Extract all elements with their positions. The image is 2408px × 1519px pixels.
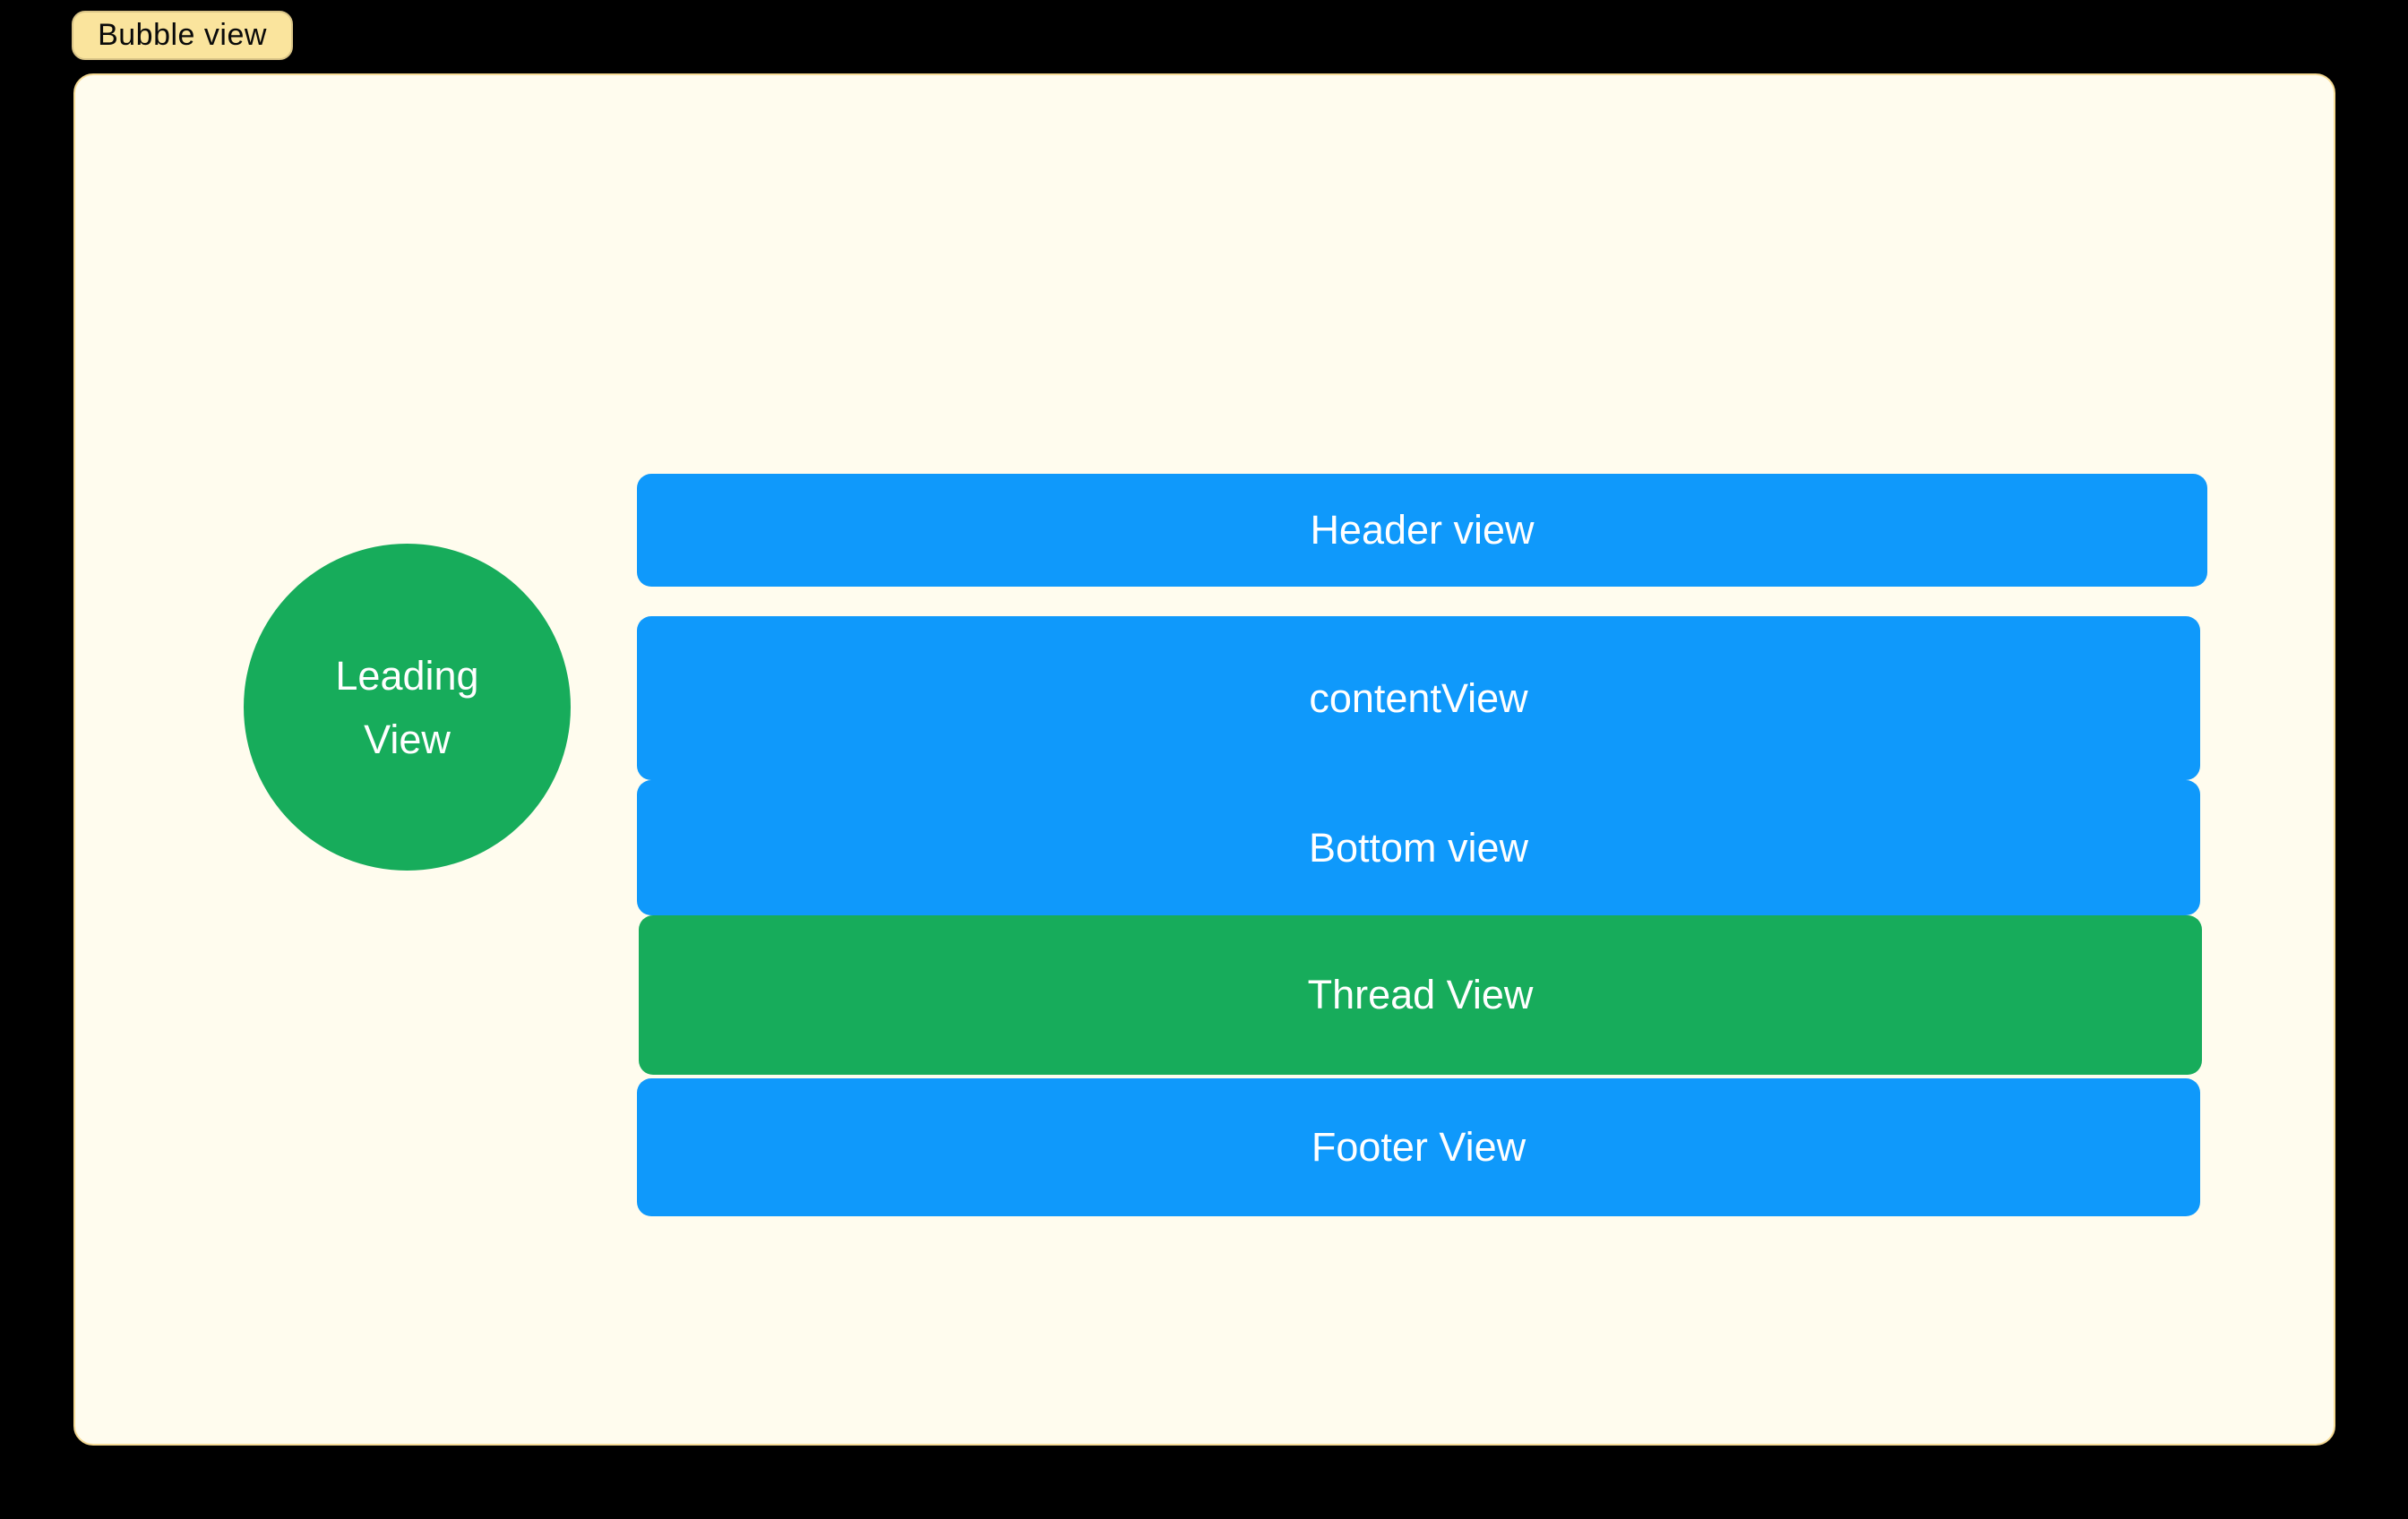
bottom-view-label: Bottom view	[1308, 824, 1529, 871]
footer-view-bar: Footer View	[637, 1078, 2200, 1216]
leading-view-circle: Leading View	[244, 544, 571, 871]
bubble-view-tag-label: Bubble view	[98, 18, 267, 52]
thread-view-label: Thread View	[1307, 972, 1534, 1017]
leading-view-label-line2: View	[364, 716, 451, 762]
bubble-view-tag[interactable]: Bubble view	[72, 11, 293, 60]
header-view-label: Header view	[1310, 507, 1535, 553]
bottom-view-bar: Bottom view	[637, 780, 2200, 915]
thread-view-bar: Thread View	[639, 915, 2202, 1075]
bubble-view-panel: Leading View Header view contentView Bot…	[73, 73, 2335, 1446]
header-view-bar: Header view	[637, 474, 2207, 587]
leading-view-label-line1: Leading	[335, 652, 479, 699]
content-view-label: contentView	[1309, 674, 1528, 721]
footer-view-label: Footer View	[1311, 1124, 1526, 1170]
content-view-bar: contentView	[637, 616, 2200, 780]
